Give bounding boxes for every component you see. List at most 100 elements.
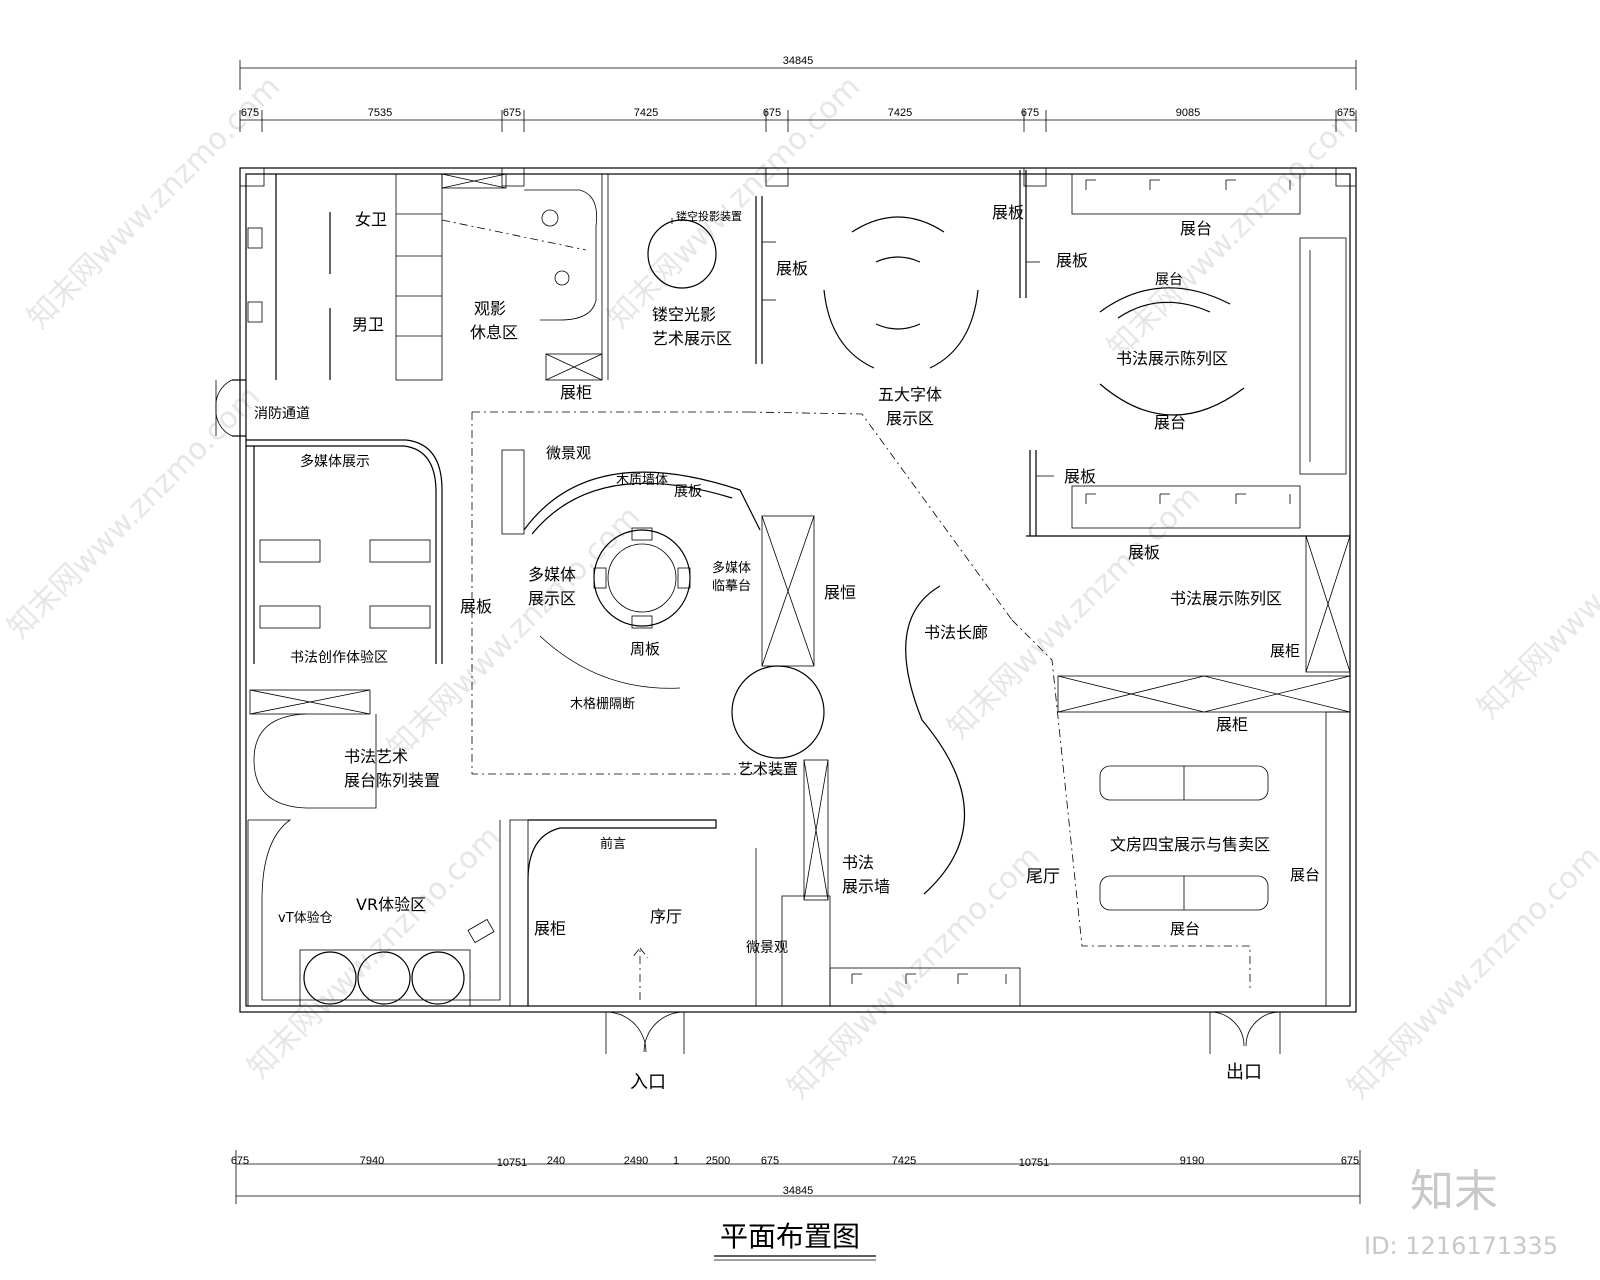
label-mens-wc: 男卫 xyxy=(352,315,384,334)
dim-top-4: 7425 xyxy=(634,107,658,119)
watermark-text-9: 知末网www.znzmo.com xyxy=(781,839,1047,1105)
dim-top-3: 675 xyxy=(503,107,521,119)
label-cabinet-3: 展柜 xyxy=(1270,642,1300,660)
label-copy-table-1: 多媒体 xyxy=(712,560,751,576)
label-projection-device: 镂空投影装置 xyxy=(676,209,742,223)
label-cabinet-1: 展柜 xyxy=(560,383,592,402)
label-cabinet-5: 展柜 xyxy=(534,919,566,938)
label-stand-2: 展台 xyxy=(1155,272,1183,288)
dim-bottom-3: 10751 xyxy=(497,1157,528,1169)
watermark-text-3: 知末网www.znzmo.com xyxy=(1101,99,1367,365)
calligraphy-display-area-1: 展板 展板 展台 展台 书法展示陈列区 展台 展板 展板 xyxy=(992,170,1350,562)
top-dimensions: 34845 675 7535 675 7425 675 7425 675 908… xyxy=(239,55,1357,132)
five-fonts-area: 五大字体 展示区 xyxy=(823,216,979,428)
vr-zone: VR体验区 vT体验仓 xyxy=(247,819,501,1007)
viewing-rest-area: 观影 休息区 展柜 xyxy=(441,173,609,402)
calligraphy-display-area-2: 书法展示陈列区 展柜 展柜 文房四宝展示与售卖区 展台 展台 xyxy=(1057,535,1351,1007)
label-wood-wall: 木质墙体 xyxy=(616,473,668,488)
label-prelude-hall: 序厅 xyxy=(650,907,682,926)
washrooms: 女卫 男卫 xyxy=(247,173,443,381)
label-stationery-zone: 文房四宝展示与售卖区 xyxy=(1110,835,1270,854)
label-multimedia-show: 多媒体展示 xyxy=(300,453,370,470)
label-panel-6: 展板 xyxy=(1064,467,1096,486)
watermark-text-7: 知末网www.znzmo.com xyxy=(1471,459,1600,725)
light-shadow-area: 镂空投影装置 镂空光影 艺术展示区 展板 xyxy=(647,196,808,364)
dim-bottom-4: 240 xyxy=(547,1155,565,1167)
watermark-text-8: 知末网www.znzmo.com xyxy=(241,819,507,1085)
image-id: ID: 1216171335 xyxy=(1364,1232,1558,1260)
dim-bottom-11: 9190 xyxy=(1180,1155,1204,1167)
label-vr-pod: vT体验仓 xyxy=(278,910,333,926)
label-fire-exit: 消防通道 xyxy=(254,406,310,422)
label-viewing-rest-1: 观影 xyxy=(474,299,506,318)
label-five-fonts-1: 五大字体 xyxy=(878,385,942,404)
label-light-shadow-2: 艺术展示区 xyxy=(652,329,732,348)
label-multimedia-zone-1: 多媒体 xyxy=(528,565,576,584)
label-panel-1: 展板 xyxy=(776,259,808,278)
dim-top-5: 675 xyxy=(763,107,781,119)
label-calligraphy-wall-1: 书法 xyxy=(842,853,874,872)
brand-logo: 知末 xyxy=(1410,1166,1498,1217)
drawing-title: 平面布置图 xyxy=(720,1220,860,1253)
label-stand-5: 展台 xyxy=(1290,866,1320,884)
label-art-stand-2: 展台陈列装置 xyxy=(344,771,440,790)
dim-top-1: 675 xyxy=(241,107,259,119)
dim-bottom-5: 2490 xyxy=(624,1155,648,1167)
doors: 入口 出口 xyxy=(605,1011,1281,1093)
dim-top-total: 34845 xyxy=(783,55,814,67)
label-calligraphy-display-1: 书法展示陈列区 xyxy=(1116,349,1228,368)
label-panel-3: 展板 xyxy=(1056,251,1088,270)
watermark-text-10: 知末网www.znzmo.com xyxy=(1341,839,1600,1105)
label-art-stand-1: 书法艺术 xyxy=(344,747,408,766)
creation-zone: 多媒体展示 展板 书法创作体验区 书法艺术 展台陈列装置 xyxy=(246,439,492,809)
dim-bottom-12: 675 xyxy=(1341,1155,1359,1167)
label-wood-grille: 木格栅隔断 xyxy=(570,696,635,712)
bottom-dimensions: 675 7940 10751 240 2490 1 2500 675 7425 … xyxy=(231,1150,1361,1204)
label-exit: 出口 xyxy=(1226,1062,1262,1083)
calligraphy-gallery: 书法长廊 尾厅 xyxy=(829,585,1251,1007)
watermark-text-6: 知末网www.znzmo.com xyxy=(941,479,1207,745)
label-panel-2: 展板 xyxy=(992,203,1024,222)
label-light-shadow-1: 镂空光影 xyxy=(652,305,716,324)
dim-top-7: 675 xyxy=(1021,107,1039,119)
label-surround-panel: 周板 xyxy=(630,640,660,658)
label-panel-7: 展板 xyxy=(1128,543,1160,562)
label-art-device: 艺术装置 xyxy=(738,760,798,778)
label-tail-hall: 尾厅 xyxy=(1026,867,1060,887)
dim-bottom-9: 7425 xyxy=(892,1155,916,1167)
label-calligraphy-wall-2: 展示墙 xyxy=(842,877,890,896)
label-cabinet-2: 展恒 xyxy=(824,583,856,602)
label-stand-1: 展台 xyxy=(1180,219,1212,238)
label-micro-scene-2: 微景观 xyxy=(746,940,788,956)
dim-bottom-6: 1 xyxy=(673,1155,679,1167)
dim-bottom-2: 7940 xyxy=(360,1155,384,1167)
label-micro-scene-1: 微景观 xyxy=(546,444,591,462)
label-stand-3: 展台 xyxy=(1154,413,1186,432)
label-stand-4: 展台 xyxy=(1170,920,1200,938)
dim-top-6: 7425 xyxy=(888,107,912,119)
label-vr-zone: VR体验区 xyxy=(356,895,426,914)
label-copy-table-2: 临摹台 xyxy=(712,579,751,594)
dim-bottom-7: 2500 xyxy=(706,1155,730,1167)
label-calligraphy-gallery: 书法长廊 xyxy=(924,623,988,642)
center-cabinets: 展恒 艺术装置 书法 展示墙 微景观 xyxy=(731,515,890,1007)
label-entrance: 入口 xyxy=(630,1072,666,1093)
label-cabinet-4: 展柜 xyxy=(1216,715,1248,734)
prelude-hall: 前言 展柜 序厅 xyxy=(509,819,757,1007)
label-creation-zone: 书法创作体验区 xyxy=(290,650,388,666)
label-womens-wc: 女卫 xyxy=(355,210,387,229)
watermark: 知末网www.znzmo.com 知末网www.znzmo.com 知末网www… xyxy=(1,69,1600,1105)
label-viewing-rest-2: 休息区 xyxy=(470,323,518,342)
dim-bottom-8: 675 xyxy=(761,1155,779,1167)
dim-top-9: 675 xyxy=(1337,107,1355,119)
label-preface: 前言 xyxy=(600,836,626,852)
dim-bottom-total: 34845 xyxy=(783,1185,814,1197)
label-multimedia-zone-2: 展示区 xyxy=(528,589,576,608)
label-panel-5: 展板 xyxy=(674,484,702,500)
label-panel-4: 展板 xyxy=(460,597,492,616)
dim-bottom-1: 675 xyxy=(231,1155,249,1167)
dim-top-2: 7535 xyxy=(368,107,392,119)
label-calligraphy-display-2: 书法展示陈列区 xyxy=(1170,589,1282,608)
label-five-fonts-2: 展示区 xyxy=(886,409,934,428)
